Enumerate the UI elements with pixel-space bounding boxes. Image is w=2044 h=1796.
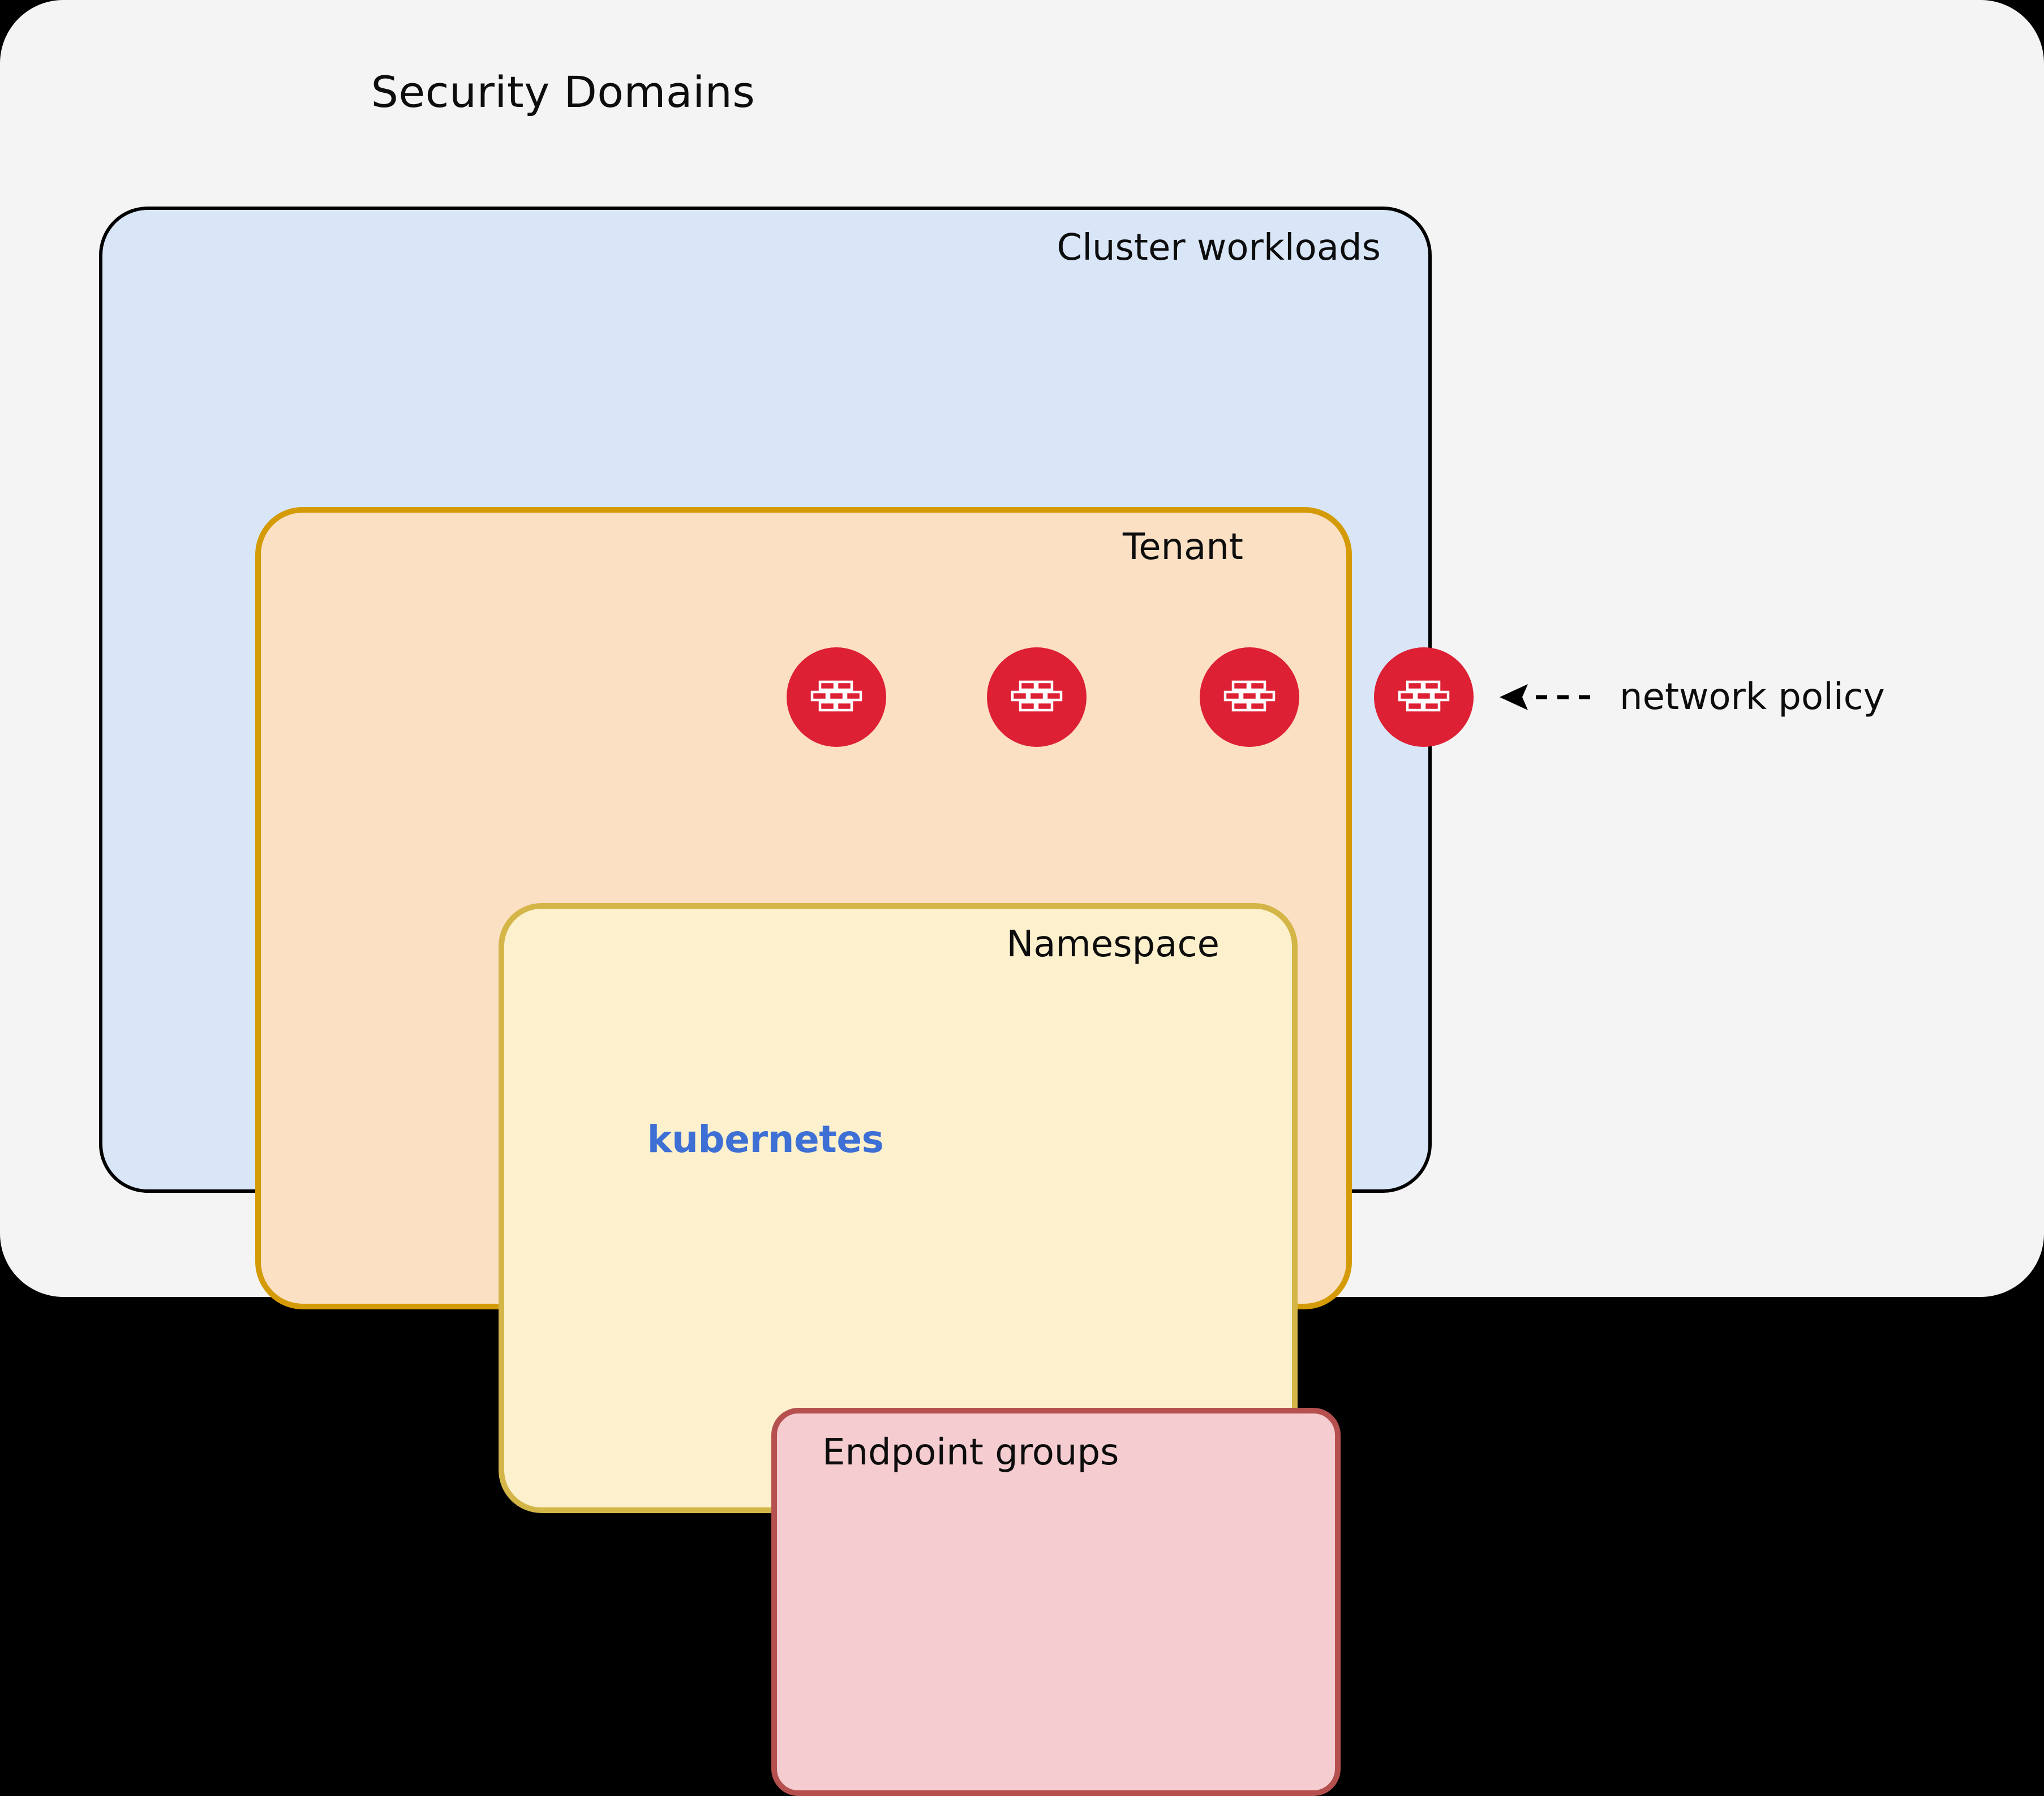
namespace-label: Namespace: [1006, 923, 1219, 965]
network-policy-annotation: network policy: [1498, 650, 1885, 745]
endpoint-groups-label: Endpoint groups: [822, 1432, 1119, 1473]
tenant-label: Tenant: [1122, 526, 1243, 568]
firewall-icon[interactable]: [1200, 647, 1299, 747]
cluster-workloads-label: Cluster workloads: [1057, 227, 1381, 269]
page-title: Security Domains: [371, 67, 755, 117]
firewall-brick-wall-icon: [1011, 680, 1063, 712]
firewall-icon[interactable]: [1374, 647, 1474, 747]
firewall-brick-wall-icon: [1223, 680, 1276, 712]
firewall-brick-wall-icon: [810, 680, 862, 712]
firewall-icon[interactable]: [787, 647, 886, 747]
firewall-brick-wall-icon: [1398, 680, 1450, 712]
network-policy-label: network policy: [1620, 676, 1885, 718]
namespace-box[interactable]: Namespace Endpoint groups: [499, 903, 1341, 1796]
firewall-icon[interactable]: [987, 647, 1087, 747]
endpoint-groups-box[interactable]: Endpoint groups: [771, 1408, 1341, 1796]
tenant-box[interactable]: Tenant Namespace Endpoint groups: [255, 507, 1352, 1796]
kubernetes-brand-label: kubernetes: [647, 1118, 884, 1161]
dashed-left-arrow-icon: [1500, 684, 1590, 710]
